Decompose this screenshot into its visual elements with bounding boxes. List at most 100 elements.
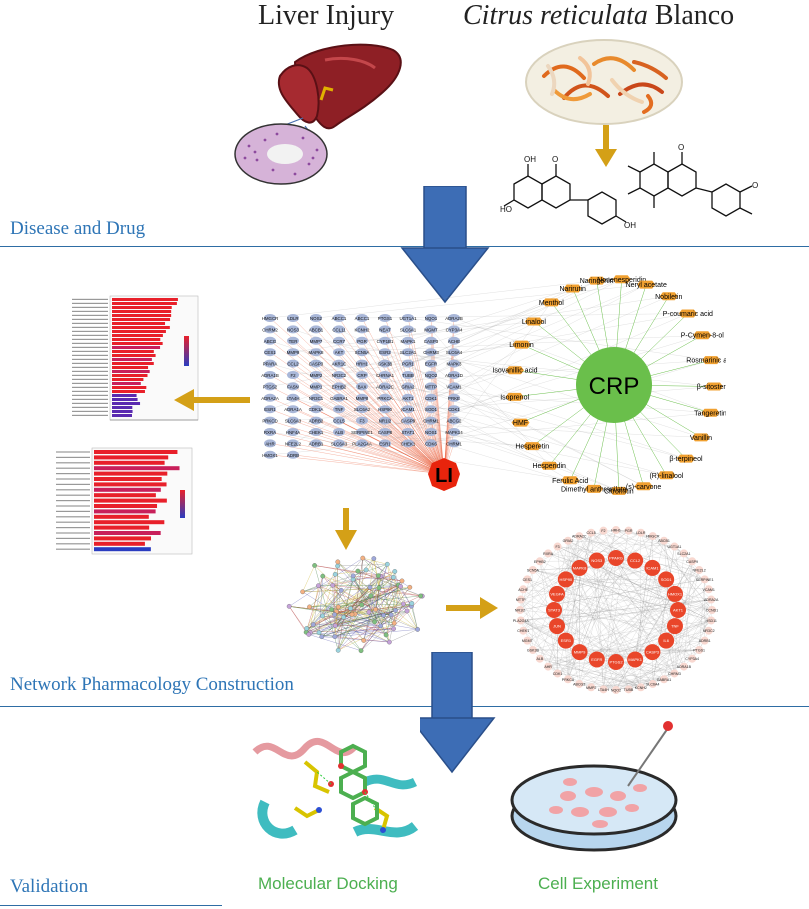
target-label: TER [289, 339, 298, 344]
go-term-label [72, 390, 108, 392]
outer-target-label: CYP3A4 [685, 657, 699, 661]
target-label: ADRA1D [445, 373, 463, 378]
target-label: CDK1A [309, 407, 324, 412]
ppi-node [348, 606, 353, 611]
target-node [379, 359, 391, 368]
outer-target-node [535, 557, 544, 566]
target-label: SLC2A1 [400, 350, 417, 355]
kegg-term-label [56, 527, 90, 529]
outer-target-node [587, 528, 596, 537]
liver-illustration [234, 43, 402, 185]
go-bar [112, 366, 149, 369]
target-node [333, 405, 345, 414]
core-target-node [557, 632, 574, 649]
target-node [310, 371, 322, 379]
compound-node [505, 392, 524, 401]
outer-target-node [523, 636, 532, 645]
outer-target-node [636, 528, 645, 537]
target-label: AHR [265, 441, 274, 446]
target-node [425, 325, 437, 334]
core-target-node [666, 585, 683, 602]
kegg-bar [94, 477, 162, 481]
target-node [287, 428, 299, 436]
outer-target-label: ABCB1 [658, 539, 670, 543]
target-node [425, 416, 437, 425]
kegg-bar [94, 482, 167, 487]
target-node [264, 359, 276, 368]
target-label: ESR1 [379, 441, 391, 446]
go-term-label [72, 378, 108, 380]
target-node [264, 428, 276, 436]
target-label: TUBB [402, 373, 414, 378]
target-label: PRKCD [262, 419, 277, 424]
target-node [425, 314, 437, 322]
outer-target-node [704, 626, 713, 635]
svg-text:OH: OH [524, 155, 536, 164]
compound-label: Citromitin [604, 488, 634, 495]
target-label: KCNH2 [355, 327, 370, 332]
target-node [379, 416, 391, 425]
target-label: MTTP [425, 384, 437, 389]
go-bar [112, 386, 147, 389]
go-bar [112, 382, 141, 385]
go-bar [112, 402, 141, 405]
ppi-node [359, 602, 365, 608]
core-target-label: AKT1 [673, 608, 684, 613]
target-label: ABCC1 [355, 316, 370, 321]
target-node [310, 439, 322, 448]
core-target-label: SOD1 [661, 577, 673, 582]
outer-target-node [700, 636, 709, 645]
core-target-node [644, 559, 661, 576]
target-node [356, 314, 368, 322]
outer-target-label: PTGS1 [693, 649, 705, 653]
target-node [379, 382, 391, 391]
outer-target-label: MMP2 [586, 686, 596, 690]
stage-label-validation: Validation [10, 876, 89, 897]
ppi-node [398, 584, 403, 589]
target-node [287, 393, 299, 402]
compound-label: Hesperidin [532, 463, 566, 470]
target-label: MAPK1 [401, 339, 416, 344]
target-node [448, 405, 460, 414]
kegg-bar [94, 531, 161, 535]
target-node [287, 348, 299, 357]
outer-target-label: CDK1 [553, 672, 563, 676]
target-label: AKT1 [403, 396, 415, 401]
target-node [310, 405, 322, 414]
target-label: UGT1A1 [399, 316, 417, 321]
compound-node [634, 482, 653, 491]
outer-target-label: AHR [544, 665, 552, 669]
target-node [333, 439, 345, 448]
blue-arrow-2 [408, 652, 496, 774]
compound-label: Narirutin [559, 286, 586, 293]
outer-target-label: HRH1 [611, 529, 621, 533]
outer-target-label: HMGCR [646, 535, 660, 539]
target-node [287, 450, 299, 459]
kegg-bar [94, 466, 180, 471]
target-node [379, 428, 391, 436]
target-node [425, 439, 437, 448]
target-label: MMP7 [310, 339, 323, 344]
core-target-label: PTGS2 [609, 660, 623, 665]
citrus-species-name: Citrus reticulata [463, 0, 648, 31]
kegg-bar [94, 547, 151, 552]
ppi-node [316, 630, 322, 635]
target-label: ABCC1 [332, 316, 347, 321]
target-node [333, 393, 345, 402]
target-node [448, 371, 460, 379]
outer-target-label: GABRA1 [657, 678, 672, 682]
target-node [287, 382, 299, 391]
compound-node [701, 408, 720, 417]
divider-3 [0, 905, 222, 906]
core-target-label: CASP3 [646, 650, 660, 655]
outer-target-node [679, 662, 688, 671]
target-node [402, 371, 414, 379]
ppi-node [418, 593, 424, 599]
outer-target-label: GRIA2 [563, 539, 574, 543]
core-target-label: TNF [671, 624, 679, 629]
compound-node [659, 292, 678, 301]
ppi-node [399, 578, 405, 584]
target-label: CHRM1 [423, 419, 439, 424]
ppi-node [335, 563, 340, 569]
compound-label: (s)-carvone [626, 484, 662, 491]
